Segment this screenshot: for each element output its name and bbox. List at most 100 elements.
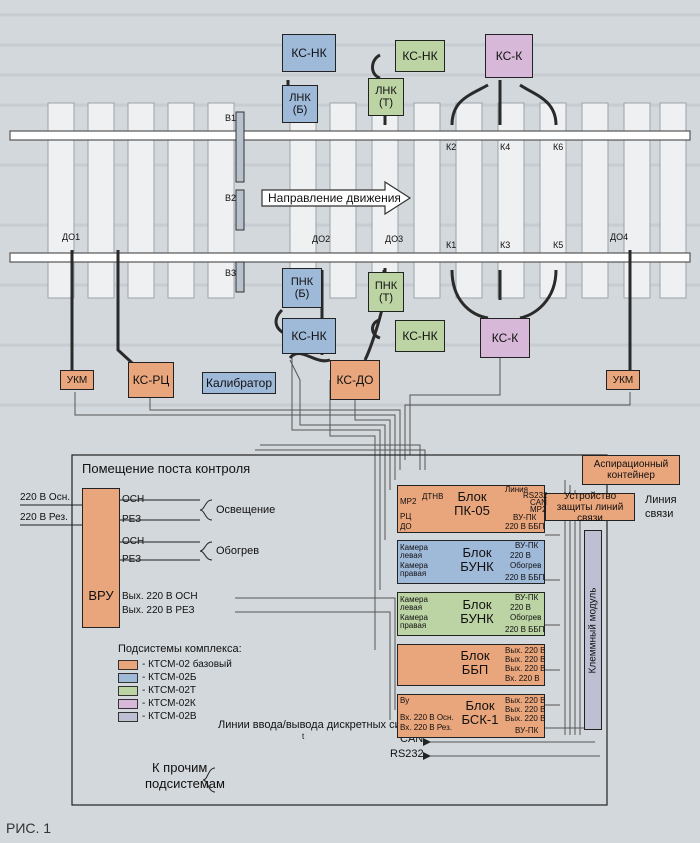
pk05-left-2: ДО [400,522,412,531]
ks-nk-label: КС-НК [291,329,327,343]
bsk-right-3: ВУ-ПК [515,726,539,735]
block-bsk1 [397,694,545,738]
discrete-lines-label: Линии ввода/вывода дискретных сигналов [218,719,436,731]
k3-label: К3 [500,240,511,250]
bunk2-left-3: правая [400,621,427,630]
bunk2-right-3: 220 В ББП [505,625,545,634]
block-title-line1: Блок [460,648,490,663]
ukm-left-box: УКМ [60,370,94,390]
bunk1-right-1: 220 В [510,551,531,560]
osn-label-1: ОСН [122,494,145,505]
k6-label: К6 [553,142,564,152]
pnk-b-box: ПНК (Б) [282,268,322,308]
bunk1-right-0: ВУ-ПК [515,541,539,550]
vru-box: ВРУ [82,488,120,628]
pk05-right-1: RS232 [523,491,548,500]
do1-label: ДО1 [62,232,81,242]
ks-nk-box-3: КС-НК [282,318,336,354]
ks-nk-label: КС-НК [291,46,327,60]
bbp-right-1: Вых. 220 В [505,655,546,664]
legend-item: - КТСМ-02К [142,698,196,709]
room-title: Помещение поста контроля [82,461,251,476]
ks-nk-box-4: КС-НК [395,320,445,352]
block-title-line1: Блок [465,698,495,713]
bunk2-right-0: ВУ-ПК [515,593,539,602]
bunk1-left-0: Камера [400,543,428,552]
legend-swatch [118,699,138,709]
ks-nk-label: КС-НК [402,329,438,343]
protection-device: Устройство защиты линий связи [545,491,635,524]
legend-item: - КТСМ-02 базовый [142,659,232,670]
out-res-label: Вых. 220 В РЕЗ [122,605,195,616]
block-title-line1: Блок [457,489,487,504]
pnk-b-label: ПНК (Б) [290,276,314,300]
pk05-left-1: РЦ [400,512,412,521]
pk05-right-2: CAN [530,498,547,507]
lnk-t-label: ЛНК (Т) [375,85,397,109]
aspiration-label: Аспирационный контейнер [593,459,669,481]
do4-label: ДО4 [610,232,629,242]
block-bunk-2 [397,592,545,636]
block-title-line2: БУНК [460,611,494,626]
ks-k-box-bottom: КС-К [480,318,530,358]
bunk2-left-0: Камера [400,595,428,604]
bunk2-right-2: Обогрев [510,613,542,622]
bsk-right-2: Вых. 220 В [505,714,546,723]
bbp-right-0: Вых. 220 В [505,646,546,655]
ks-nk-box-2: КС-НК [395,40,445,72]
bsk-left-0: Ву [400,696,410,705]
k2-label: К2 [446,142,457,152]
pk05-right-4: ВУ-ПК [513,513,537,522]
bsk-left-1: Вх. 220 В Осн. [400,713,454,722]
pk05-top: ДТНВ [422,492,444,501]
ks-k-label: КС-К [491,331,519,345]
bunk2-left-1: левая [400,603,423,612]
block-bbp [397,644,545,686]
do3-label: ДО3 [385,234,404,244]
bsk-right-1: Вых. 220 В [505,705,546,714]
block-bunk-1 [397,540,545,584]
pk05-right-3: МР2 [530,505,547,514]
k5-label: К5 [553,240,564,250]
b2-label: В2 [225,193,237,203]
figure-caption: РИС. 1 [6,820,52,836]
ks-nk-label: КС-НК [402,49,438,63]
power-in-main: 220 В Осн. [20,492,70,503]
lnk-t-box: ЛНК (Т) [368,78,404,116]
legend-item: - КТСМ-02В [142,711,197,722]
terminal-module: Клеммный модуль [584,530,602,730]
ks-nk-box-1: КС-НК [282,34,336,72]
other-label-1: К прочим [152,760,208,775]
block-title-line2: БУНК [460,559,494,574]
out-main-label: Вых. 220 В ОСН [122,591,198,602]
calibrator-box: Калибратор [202,372,276,394]
do2-label: ДО2 [312,234,331,244]
bunk1-left-3: правая [400,569,427,578]
bunk1-right-2: Обогрев [510,561,542,570]
bunk2-left-2: Камера [400,613,428,622]
rez-label-2: РЕЗ [122,554,142,565]
bsk-left-2: Вх. 220 В Рез. [400,723,452,732]
ks-do-label: КС-ДО [336,373,374,387]
ks-k-box-top: КС-К [485,34,533,78]
ks-k-label: КС-К [495,49,523,63]
direction-arrow [261,180,412,216]
bunk1-right-3: 220 В ББП [505,573,545,582]
pnk-t-label: ПНК (Т) [374,280,398,304]
other-label-2: подсистемам [145,776,225,791]
aspiration-container: Аспирационный контейнер [582,455,680,485]
rails [9,130,691,263]
heating-label: Обогрев [216,545,260,557]
legend-swatch [118,673,138,683]
direction-label: Направление движения [268,191,401,205]
ks-rc-label: КС-РЦ [132,373,170,387]
ks-do-box: КС-ДО [330,360,380,400]
vru-label: ВРУ [88,588,114,603]
bunk2-right-1: 220 В [510,603,531,612]
ukm-label: УКМ [66,374,88,386]
block-title-line1: Блок [462,597,492,612]
lnk-b-label: ЛНК (Б) [289,92,311,116]
